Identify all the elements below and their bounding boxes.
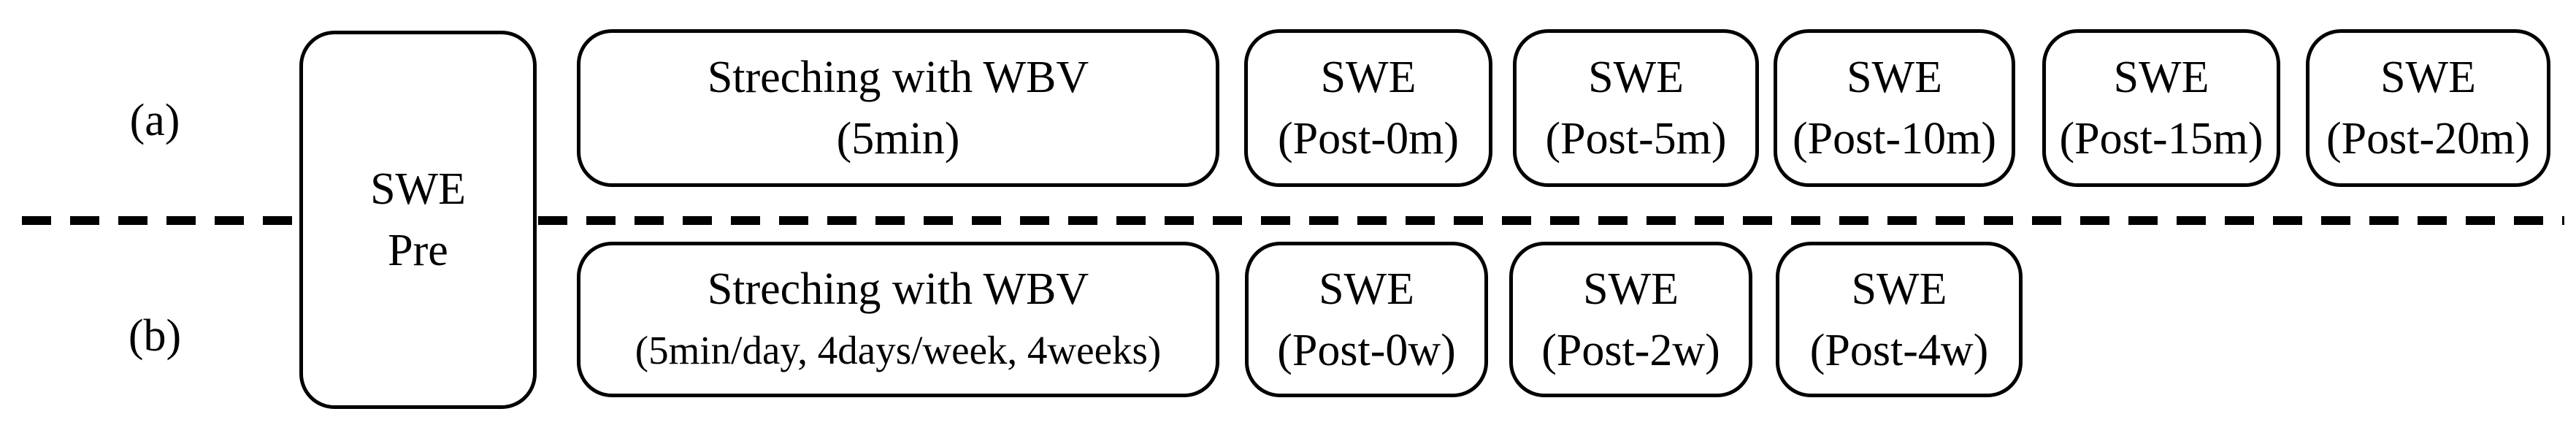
box-swe-post-15m: SWE (Post-15m) xyxy=(2042,29,2280,187)
swe-post-5m-line2: (Post-5m) xyxy=(1545,114,1727,164)
swe-post-10m-line1: SWE xyxy=(1847,53,1942,102)
swe-post-2w-line1: SWE xyxy=(1583,264,1679,314)
box-stretching-wbv-acute: Streching with WBV (5min) xyxy=(577,29,1219,187)
swe-pre-line2: Pre xyxy=(388,226,448,275)
swe-post-15m-line2: (Post-15m) xyxy=(2059,114,2263,164)
swe-post-4w-line2: (Post-4w) xyxy=(1809,325,1989,375)
box-swe-post-10m: SWE (Post-10m) xyxy=(1774,29,2015,187)
swe-post-15m-line1: SWE xyxy=(2113,53,2209,102)
dashed-divider-right-segment xyxy=(538,216,2564,225)
stretching-acute-line1: Streching with WBV xyxy=(707,53,1089,102)
swe-post-0m-line1: SWE xyxy=(1320,53,1417,102)
swe-post-20m-line2: (Post-20m) xyxy=(2326,114,2530,164)
box-swe-post-2w: SWE (Post-2w) xyxy=(1509,242,1752,397)
swe-post-20m-line1: SWE xyxy=(2380,53,2476,102)
box-swe-pre: SWE Pre xyxy=(299,31,537,409)
swe-post-0w-line1: SWE xyxy=(1319,264,1414,314)
swe-post-4w-line1: SWE xyxy=(1851,264,1947,314)
swe-post-0w-line2: (Post-0w) xyxy=(1277,325,1456,375)
box-swe-post-20m: SWE (Post-20m) xyxy=(2306,29,2550,187)
swe-post-5m-line1: SWE xyxy=(1588,53,1684,102)
stretching-training-line2: (5min/day, 4days/week, 4weeks) xyxy=(635,327,1162,372)
stretching-acute-line2: (5min) xyxy=(836,114,960,164)
stretching-training-line1: Streching with WBV xyxy=(707,264,1089,314)
row-label-a: (a) xyxy=(129,96,180,145)
box-stretching-wbv-training: Streching with WBV (5min/day, 4days/week… xyxy=(577,242,1219,397)
box-swe-post-0w: SWE (Post-0w) xyxy=(1245,242,1488,397)
box-swe-post-4w: SWE (Post-4w) xyxy=(1776,242,2023,397)
box-swe-post-5m: SWE (Post-5m) xyxy=(1513,29,1759,187)
swe-post-2w-line2: (Post-2w) xyxy=(1541,325,1720,375)
dashed-divider-left-segment xyxy=(22,216,299,225)
box-swe-post-0m: SWE (Post-0m) xyxy=(1244,29,1492,187)
row-label-b: (b) xyxy=(128,311,182,361)
swe-pre-line1: SWE xyxy=(370,164,466,214)
swe-post-10m-line2: (Post-10m) xyxy=(1793,114,1996,164)
swe-post-0m-line2: (Post-0m) xyxy=(1278,114,1459,164)
